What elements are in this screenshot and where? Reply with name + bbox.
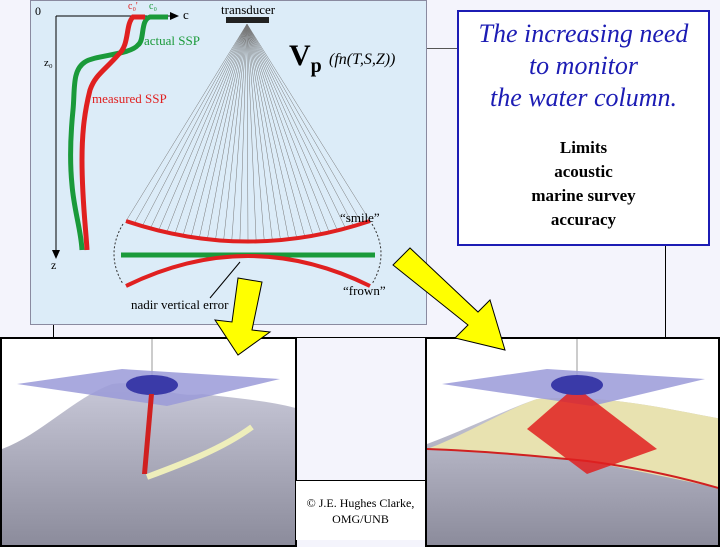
headline-line: the water column. [489,83,678,112]
single-beam-seafloor-image [0,337,297,547]
vp-subscript: p [310,55,322,77]
c0-prime-label: c₀' [128,1,138,12]
beam-ray [246,23,314,236]
measured-ssp-curve [79,14,145,251]
ssp-diagram: 0 c c₀' c₀ z₀ z actual SSP measured SSP … [30,0,427,325]
vp-symbol: Vp [289,39,322,78]
beam-ray [239,23,248,242]
transducer-icon [226,17,269,23]
connector-line [53,325,54,337]
vp-letter: V [289,39,311,72]
beam-ray [166,23,248,233]
beam-ray [246,23,249,242]
beam-ray [246,23,346,229]
measured-ssp-label: measured SSP [92,91,167,106]
beam-ray [150,23,248,229]
connector-line [296,337,425,338]
nadir-label: nadir vertical error [131,297,229,312]
z0-label: z₀ [44,57,53,69]
beam-ray [133,23,248,224]
limits-line: Limits [559,138,608,157]
beam-ray [215,23,248,241]
beam-fan [125,23,371,242]
headline-line: to monitor [528,51,639,80]
beam-ray [246,23,273,241]
z-axis-label: z [51,258,57,272]
beam-ray [198,23,248,239]
headline-line: The increasing need [478,19,689,48]
beam-ray [207,23,248,240]
beam-ray [190,23,248,238]
c-axis-label: c [183,7,189,22]
multibeam-seafloor-image [425,337,720,547]
beam-ray [246,23,363,224]
right-arc-arrow [371,223,382,285]
frown-curve [125,254,371,288]
transducer-label: transducer [221,2,276,17]
ship-icon [551,375,603,395]
beam-ray [142,23,248,227]
beam-ray [246,23,306,238]
smile-label: “smile” [340,210,380,225]
actual-ssp-curve [68,14,168,251]
beam-ray [246,23,281,241]
beam-ray [182,23,248,236]
multibeam-fan [527,394,657,474]
vp-function: (fn(T,S,Z)) [329,51,396,68]
ship-icon [126,375,178,395]
beam-ray [246,23,265,242]
smile-curve [125,219,371,244]
nadir-pointer [209,261,241,299]
beam-ray [246,23,257,242]
beam-ray [246,23,298,239]
z-axis-arrow-icon [52,250,60,259]
beam-ray [246,23,322,235]
beam-ray [158,23,248,231]
limits-line: acoustic [554,162,613,181]
limits-text: Limits acoustic marine survey accuracy [459,136,708,232]
survey-track [145,424,254,480]
connector-line [427,48,457,49]
limits-line: marine survey [531,186,636,205]
copyright-line: © J.E. Hughes Clarke, [306,496,415,510]
beam-ray [246,23,354,227]
beam-ray [246,23,289,240]
message-box: The increasing need to monitor the water… [457,10,710,246]
c-axis-arrow-icon [170,12,179,20]
beam-ray [125,23,248,222]
copyright-box: © J.E. Hughes Clarke, OMG/UNB [296,480,425,540]
c0-label: c₀ [149,1,157,12]
actual-ssp-label: actual SSP [144,33,200,48]
beam-ray [174,23,248,235]
beam-ray [223,23,248,241]
beam-ray [246,23,338,231]
beam-ray [231,23,248,242]
beam-ray [246,23,330,233]
single-beam [142,394,154,474]
connector-line [665,246,666,337]
beam-ray [246,23,371,222]
left-arc-arrow [113,223,124,285]
limits-line: accuracy [550,210,617,229]
terrain [2,383,295,545]
frown-label: “frown” [343,283,386,298]
headline: The increasing need to monitor the water… [459,18,708,114]
copyright-line: OMG/UNB [332,512,389,526]
origin-label: 0 [35,4,41,18]
